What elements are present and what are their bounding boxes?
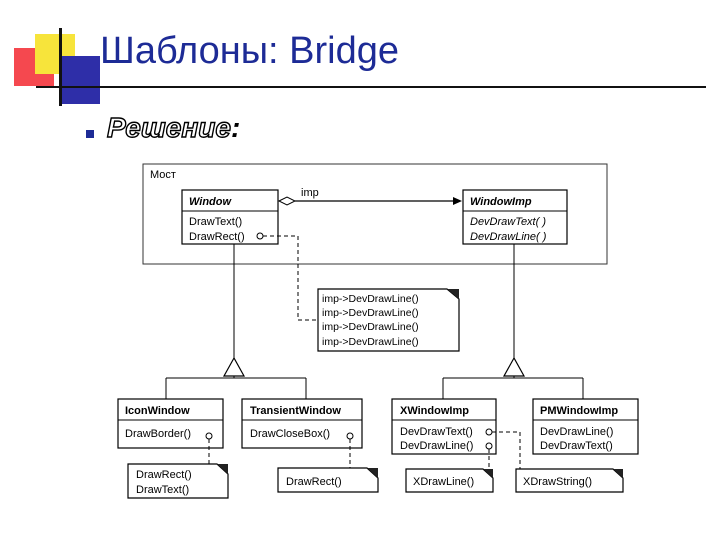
class-name: XWindowImp [400, 405, 469, 417]
class-name: IconWindow [125, 405, 190, 417]
class-icon-window: IconWindow DrawBorder() [117, 398, 224, 449]
note-icon-window: DrawRect() DrawText() [127, 463, 229, 499]
class-pmwindow-imp: PMWindowImp DevDrawLine() DevDrawText() [532, 398, 639, 455]
class-name: WindowImp [470, 196, 532, 208]
bullet-word: Решение [106, 111, 231, 143]
note-anchor-icon [346, 432, 354, 440]
association-imp: imp [277, 187, 462, 206]
note-line: imp->DevDrawLine() [322, 293, 419, 305]
note-anchor-icon [256, 232, 264, 240]
operation: DevDrawLine() [540, 426, 613, 438]
note-connector [492, 431, 521, 469]
decor-vertical-line [59, 28, 62, 106]
arrowhead-icon [453, 197, 462, 205]
operation: DevDrawText( ) [470, 216, 546, 228]
note-xdrawline: XDrawLine() [405, 468, 494, 493]
group-frame [142, 163, 608, 265]
slide-title: Шаблоны: Bridge [100, 30, 400, 72]
inheritance-triangle-icon [502, 356, 526, 377]
note-line: DrawRect() [286, 476, 342, 488]
note-line: XDrawString() [523, 476, 592, 488]
operation: DrawText() [189, 216, 242, 228]
operation: DrawBorder() [125, 428, 191, 440]
class-name: Window [189, 196, 232, 208]
title-underline [36, 86, 706, 88]
note-impl: imp->DevDrawLine() imp->DevDrawLine() im… [317, 288, 460, 352]
class-window-imp: WindowImp DevDrawText( ) DevDrawLine( ) [462, 189, 568, 245]
operation: DevDrawText() [540, 440, 613, 452]
bullet-marker [86, 130, 94, 138]
inheritance-window [165, 244, 307, 399]
note-line: imp->DevDrawLine() [322, 321, 419, 333]
decor-blue-square [60, 56, 100, 104]
note-anchor-icon [485, 442, 493, 450]
bullet-colon: : [230, 112, 241, 143]
association-label: imp [301, 187, 319, 199]
class-name: TransientWindow [250, 405, 341, 417]
class-xwindow-imp: XWindowImp DevDrawText() DevDrawLine() [391, 398, 497, 455]
inheritance-triangle-icon [222, 356, 246, 377]
note-line: DrawText() [136, 484, 189, 496]
operation: DevDrawLine() [400, 440, 473, 452]
bullet-text: Решение: [106, 111, 241, 144]
note-line: imp->DevDrawLine() [322, 336, 419, 348]
note-line: DrawRect() [136, 469, 192, 481]
note-anchor-icon [485, 428, 493, 436]
operation: DevDrawLine( ) [470, 231, 547, 243]
note-connector [263, 235, 318, 321]
note-xdrawstring: XDrawString() [515, 468, 624, 493]
aggregation-diamond-icon [277, 196, 297, 206]
note-transient-window: DrawRect() [277, 467, 379, 493]
inheritance-window-imp [442, 244, 584, 399]
note-line: imp->DevDrawLine() [322, 307, 419, 319]
class-name: PMWindowImp [540, 405, 618, 417]
class-transient-window: TransientWindow DrawCloseBox() [241, 398, 363, 449]
operation: DevDrawText() [400, 426, 473, 438]
note-line: XDrawLine() [413, 476, 474, 488]
note-anchor-icon [205, 432, 213, 440]
group-label: Мост [150, 169, 176, 181]
operation: DrawRect() [189, 231, 245, 243]
operation: DrawCloseBox() [250, 428, 330, 440]
